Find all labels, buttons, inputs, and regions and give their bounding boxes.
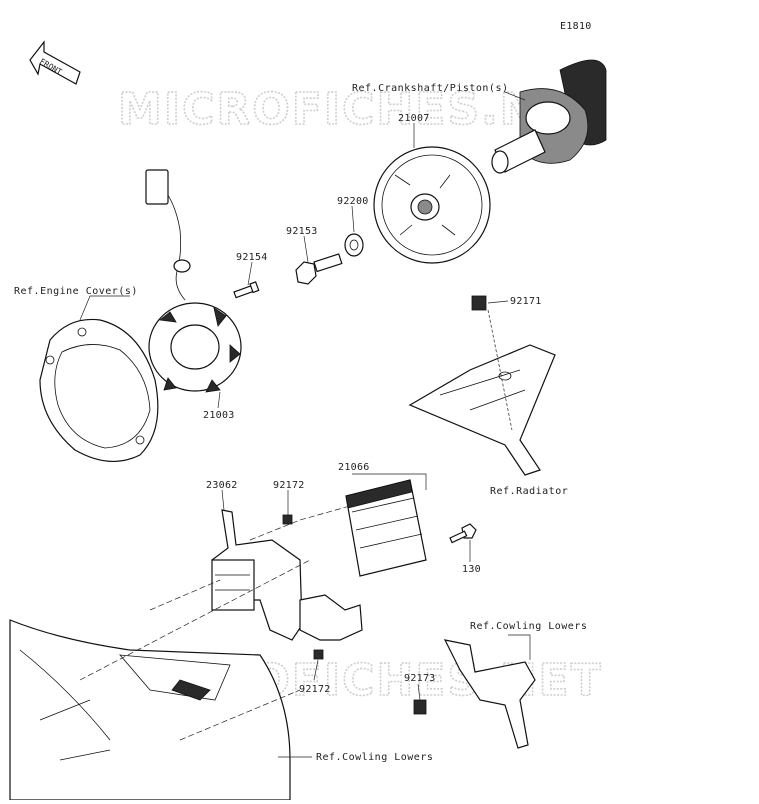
part-label-92172-lower: 92172 — [299, 684, 331, 695]
bolt-92172-lower-part — [313, 649, 324, 660]
cowling-lowers-part — [9, 619, 291, 801]
ref-engine-cover-label: Ref.Engine Cover(s) — [14, 286, 138, 297]
part-label-92153: 92153 — [286, 226, 318, 237]
bracket-23062-part — [211, 509, 303, 641]
bolt-130-part — [449, 523, 477, 544]
bolt-92154-part — [233, 281, 260, 299]
part-label-21066: 21066 — [338, 462, 370, 473]
ref-crankshaft-label: Ref.Crankshaft/Piston(s) — [352, 83, 509, 94]
part-label-92173: 92173 — [404, 673, 436, 684]
stator-21003-part — [145, 169, 242, 393]
part-label-21007: 21007 — [398, 113, 430, 124]
bolt-92172-upper-part — [282, 514, 293, 525]
engine-cover-ref-part — [39, 318, 159, 463]
crankshaft-ref-part — [491, 59, 607, 174]
regulator-21066-part — [345, 479, 427, 577]
radiator-ref-part — [408, 344, 556, 476]
bolt-92153-part — [295, 253, 343, 285]
part-label-92154: 92154 — [236, 252, 268, 263]
front-arrow-icon: FRONT — [29, 40, 81, 85]
part-label-92172-upper: 92172 — [273, 480, 305, 491]
ref-cowling-lowers-right-label: Ref.Cowling Lowers — [470, 621, 587, 632]
diagram-code: E1810 — [560, 21, 592, 32]
part-label-21003: 21003 — [203, 410, 235, 421]
part-label-23062: 23062 — [206, 480, 238, 491]
part-label-92200: 92200 — [337, 196, 369, 207]
clip-92171-part — [471, 295, 487, 311]
clip-92173-part — [413, 699, 427, 715]
holder-bracket-part — [299, 594, 363, 641]
cowling-lowers-bracket-part — [443, 639, 536, 749]
part-label-130: 130 — [462, 564, 481, 575]
ref-cowling-lowers-bottom-label: Ref.Cowling Lowers — [316, 752, 433, 763]
part-label-92171: 92171 — [510, 296, 542, 307]
ref-radiator-label: Ref.Radiator — [490, 486, 568, 497]
washer-92200-part — [344, 233, 364, 257]
rotor-21007-part — [373, 146, 491, 264]
